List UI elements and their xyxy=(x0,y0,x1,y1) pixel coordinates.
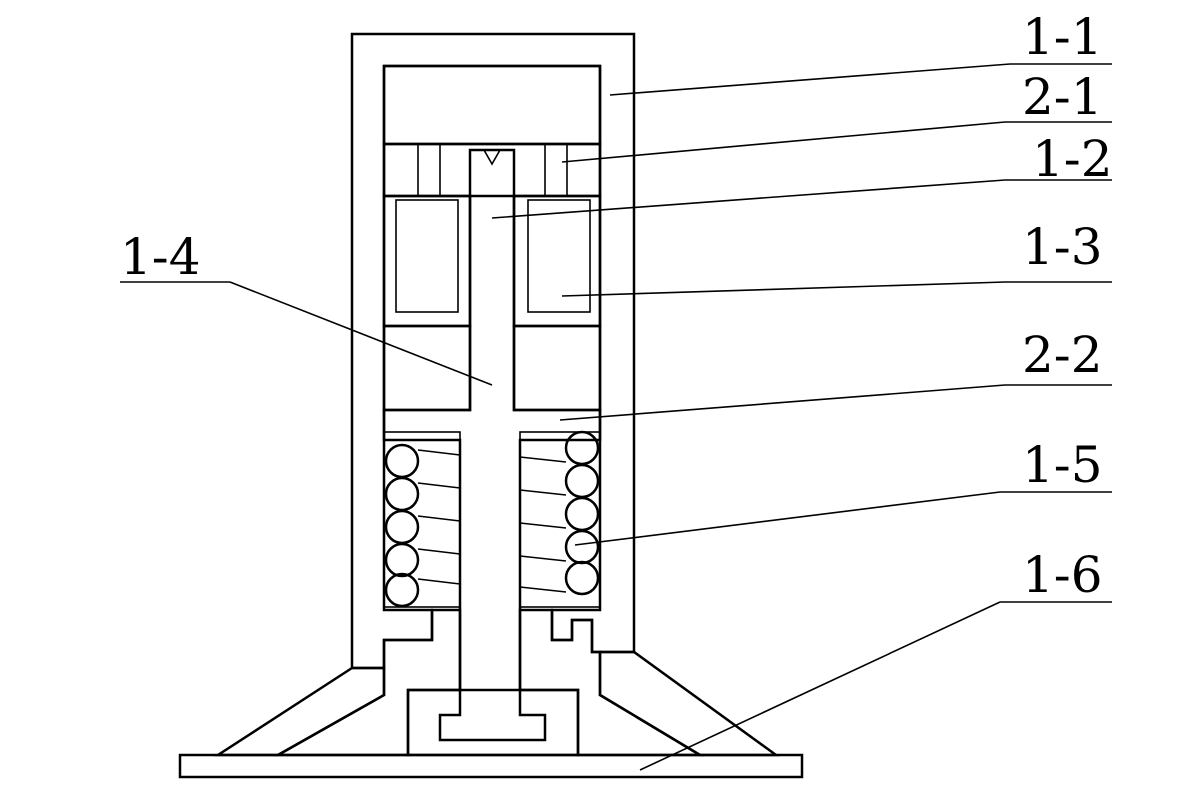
coil-left xyxy=(382,194,472,328)
label-1-3: 1-3 xyxy=(1022,218,1103,276)
suction-base xyxy=(178,688,804,779)
label-2-1: 2-1 xyxy=(1022,68,1103,126)
leader-lines xyxy=(120,63,1112,771)
label-1-4: 1-4 xyxy=(120,228,201,286)
spring-right xyxy=(519,430,601,608)
right-gap xyxy=(512,324,602,412)
spring-left xyxy=(383,431,461,608)
part-labels: 1-1 2-1 1-2 1-3 1-4 2-2 1-5 1-6 xyxy=(120,8,1113,604)
label-2-2: 2-2 xyxy=(1022,326,1103,384)
label-1-5: 1-5 xyxy=(1022,436,1103,494)
label-1-2: 1-2 xyxy=(1032,130,1113,188)
label-1-1: 1-1 xyxy=(1022,8,1103,66)
label-1-6: 1-6 xyxy=(1022,546,1103,604)
top-cavity xyxy=(382,64,602,146)
housing-skirt xyxy=(213,608,780,757)
top-plate xyxy=(382,142,602,198)
left-gap xyxy=(382,324,472,412)
